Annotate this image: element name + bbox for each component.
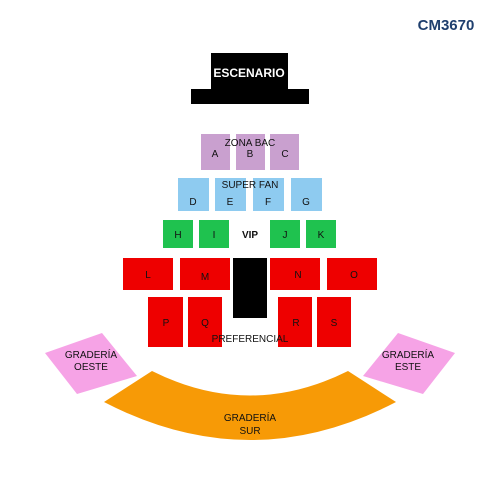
graderia-sur-section[interactable] [104,371,396,440]
section-c[interactable] [270,134,299,170]
section-e-label: E [227,197,234,208]
section-e[interactable] [215,178,246,211]
zone-bac: ZONA BAC A B C [201,134,299,170]
zone-graderia-sur: GRADERÍA SUR [104,371,396,440]
section-i[interactable] [199,220,229,248]
zone-vip-label: VIP [242,230,258,241]
section-d[interactable] [178,178,209,211]
section-r-label: R [292,318,299,329]
stage: ESCENARIO [191,53,309,104]
section-g[interactable] [291,178,322,211]
section-q-label: Q [201,318,209,329]
section-m-label: M [201,272,209,283]
graderia-este-label-2: ESTE [395,362,421,373]
section-s[interactable] [317,297,351,347]
map-code: CM3670 [417,17,475,34]
zone-preferencial: L M N O P Q R S PREFERENCIAL [123,258,377,347]
zone-vip: VIP H I J K [163,220,336,248]
graderia-sur-label-2: SUR [239,426,260,437]
section-g-label: G [302,197,310,208]
graderia-oeste-section[interactable] [45,333,137,394]
section-h-label: H [174,230,181,241]
section-q[interactable] [188,297,222,347]
section-f-label: F [265,197,271,208]
catwalk [233,258,267,318]
section-l[interactable] [123,258,173,290]
zone-super-fan: SUPER FAN D E F G [178,178,322,211]
section-p-label: P [163,318,170,329]
section-a[interactable] [201,134,230,170]
section-b-label: B [247,149,254,160]
section-a-label: A [212,149,219,160]
section-r[interactable] [278,297,312,347]
section-p[interactable] [148,297,183,347]
section-m[interactable] [180,258,230,290]
section-d-label: D [189,197,196,208]
section-h[interactable] [163,220,193,248]
section-j-label: J [283,230,288,241]
section-f[interactable] [253,178,284,211]
graderia-este-section[interactable] [363,333,455,394]
zone-graderia-oeste: GRADERÍA OESTE [45,333,137,394]
section-j[interactable] [270,220,300,248]
graderia-oeste-label-2: OESTE [74,362,108,373]
section-k[interactable] [306,220,336,248]
graderia-este-label-1: GRADERÍA [382,348,435,361]
graderia-oeste-label-1: GRADERÍA [65,348,118,361]
section-b[interactable] [236,134,265,170]
section-s-label: S [331,318,338,329]
zone-graderia-este: GRADERÍA ESTE [363,333,455,394]
section-i-label: I [213,230,216,241]
section-c-label: C [281,149,288,160]
section-o[interactable] [327,258,377,290]
section-n[interactable] [270,258,320,290]
section-o-label: O [350,270,358,281]
section-l-label: L [145,270,151,281]
section-n-label: N [294,270,301,281]
zone-bac-label: ZONA BAC [225,138,276,149]
zone-super-fan-label: SUPER FAN [222,180,279,191]
graderia-sur-label-1: GRADERÍA [224,411,277,424]
zone-preferencial-label: PREFERENCIAL [212,334,289,345]
stage-label: ESCENARIO [213,66,284,80]
section-k-label: K [318,230,325,241]
